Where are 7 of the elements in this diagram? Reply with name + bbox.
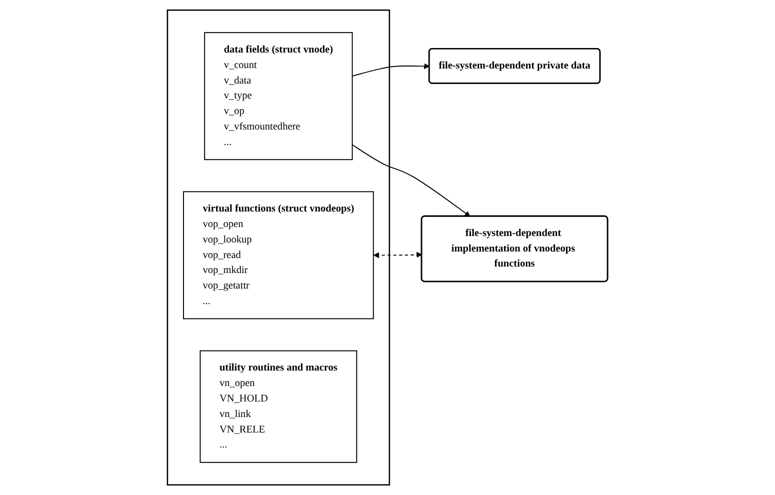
node-box: utility routines and macros vn_open VN_HOLD vn_link VN_RELE ... [200,350,358,463]
arrow [373,252,422,258]
node-box: virtual functions (struct vnodeops) vop_open vop_lookup vop_read vop_mkdir vop_getattr ... [183,191,374,320]
cluster [166,9,390,486]
arrow [352,144,470,217]
arrow [352,63,430,77]
node-box: data fields (struct vnode) v_count v_data v_type v_op v_vfsmountedhere ... [204,32,353,160]
